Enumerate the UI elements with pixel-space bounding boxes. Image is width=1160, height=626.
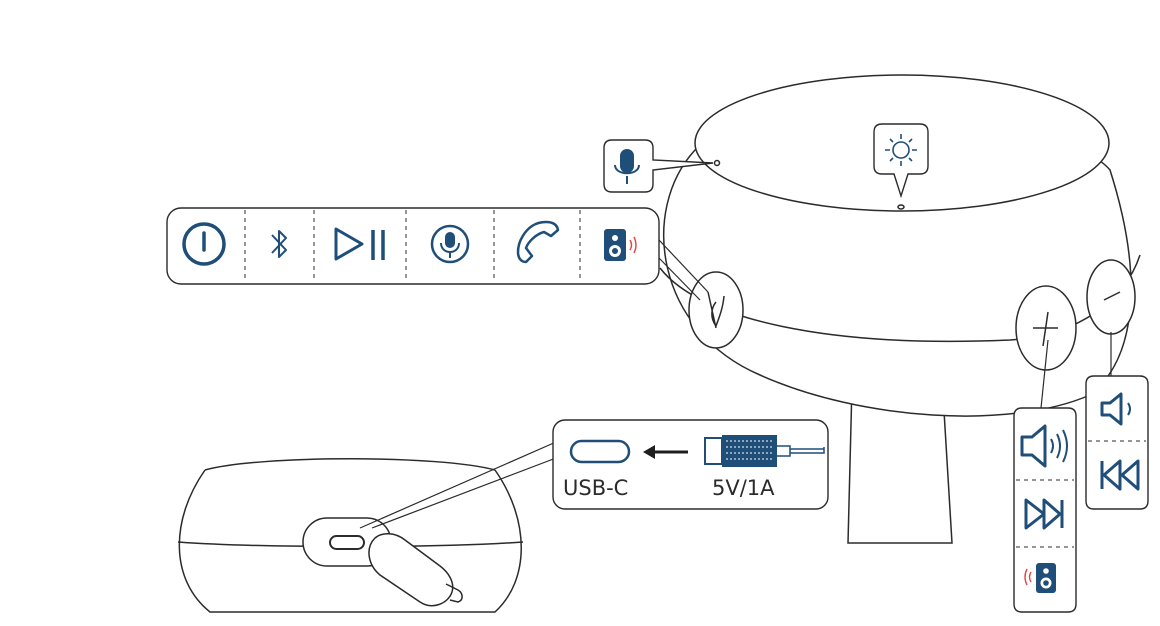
light-icon <box>885 134 917 166</box>
usb-c-port-icon <box>569 439 631 464</box>
usb-c-cable-icon <box>704 435 825 467</box>
speaker-pairing-icon <box>1024 563 1056 593</box>
usb-callout: USB-C 5V/1A <box>552 419 829 510</box>
power-spec-label: 5V/1A <box>712 476 775 500</box>
volume-up-button[interactable] <box>1015 285 1077 371</box>
microphone-icon <box>614 149 640 184</box>
power-icon <box>182 222 226 266</box>
volume-up-icon <box>1020 424 1068 468</box>
speaker-side-view <box>177 441 557 613</box>
usb-c-plug <box>368 533 463 607</box>
microphone-callout <box>603 139 714 193</box>
phone-icon <box>516 220 560 264</box>
usb-c-label: USB-C <box>563 476 628 500</box>
mic-hole <box>713 159 721 167</box>
voice-assistant-icon <box>430 224 470 264</box>
volume-up-callout <box>1013 339 1077 613</box>
previous-track-icon <box>1100 459 1140 491</box>
play-pause-icon <box>334 227 385 261</box>
volume-down-icon <box>1100 392 1131 426</box>
volume-down-button[interactable] <box>1086 259 1136 335</box>
bluetooth-icon <box>271 230 287 258</box>
volume-down-callout <box>1085 332 1149 510</box>
speaker-main-view <box>659 74 1141 544</box>
control-strip-callout <box>166 207 709 301</box>
multifunction-button[interactable] <box>688 271 744 349</box>
speaker-pairing-icon <box>604 229 637 261</box>
light-indicator <box>897 204 905 210</box>
arrow-left-icon <box>643 445 688 459</box>
light-callout <box>873 123 929 199</box>
next-track-icon <box>1024 498 1064 530</box>
